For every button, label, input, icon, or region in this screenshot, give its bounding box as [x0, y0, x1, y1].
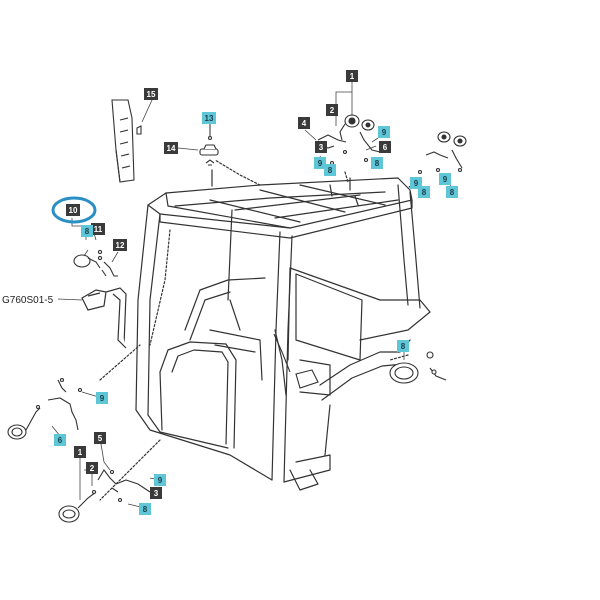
- callout-label: 12: [116, 241, 125, 250]
- callout-11: 11: [91, 223, 105, 235]
- callout-1-bottom: 1: [74, 446, 86, 458]
- callout-8-mid: 8: [397, 340, 409, 352]
- callout-label: 9: [443, 175, 448, 184]
- cab-frame: [99, 159, 431, 501]
- callout-label: 6: [58, 436, 63, 445]
- callout-8-top-b: 8: [371, 157, 383, 169]
- dome-light: [199, 124, 219, 166]
- callout-label: 6: [383, 143, 388, 152]
- callout-label: 1: [78, 448, 83, 457]
- front-lower-work-lamp: [58, 469, 151, 523]
- callout-2-top: 2: [326, 104, 338, 116]
- highlight-ring: [51, 196, 97, 224]
- callout-8-right: 8: [418, 186, 430, 198]
- callout-9-right-b: 9: [439, 173, 451, 185]
- callout-label: 2: [330, 106, 335, 115]
- callout-3-top: 3: [315, 141, 327, 153]
- right-side-work-lamp: [389, 351, 447, 384]
- callout-8-bottom: 8: [139, 503, 151, 515]
- front-left-lower-lamp: [7, 377, 83, 440]
- callout-label: 8: [143, 505, 148, 514]
- left-mirror-stalk: [81, 287, 127, 349]
- callout-label: 13: [205, 114, 214, 123]
- callout-label: 10: [69, 206, 78, 215]
- callout-2-bottom: 2: [86, 462, 98, 474]
- callout-8-right-c: 8: [446, 186, 458, 198]
- callout-label: 9: [318, 159, 323, 168]
- callout-14: 14: [164, 142, 178, 154]
- callout-label: 8: [375, 159, 380, 168]
- callout-label: 5: [98, 434, 103, 443]
- callout-label: 3: [154, 489, 159, 498]
- callout-13: 13: [202, 112, 216, 124]
- reference-code: G760S01-5: [2, 295, 54, 306]
- callout-5: 5: [94, 432, 106, 444]
- callout-9-bottom: 9: [154, 474, 166, 486]
- rear-work-lamps-right: [317, 114, 467, 178]
- callout-label: 9: [100, 394, 105, 403]
- callout-label: 8: [85, 227, 90, 236]
- callout-label: 14: [167, 144, 176, 153]
- front-left-work-lamp: [73, 249, 118, 277]
- callout-label: 15: [147, 90, 156, 99]
- callout-9-top-b: 9: [314, 157, 326, 169]
- callout-label: 9: [382, 128, 387, 137]
- callout-label: 8: [328, 166, 333, 175]
- callout-15: 15: [144, 88, 158, 100]
- callout-label: 9: [414, 179, 419, 188]
- a-pillar-trim-panel: [111, 99, 142, 183]
- callout-12: 12: [113, 239, 127, 251]
- callout-label: 1: [350, 72, 355, 81]
- callout-10: 10: [66, 204, 80, 216]
- callout-label: 8: [422, 188, 427, 197]
- callout-label: 2: [90, 464, 95, 473]
- callout-label: 8: [450, 188, 455, 197]
- callout-label: 9: [158, 476, 163, 485]
- callout-1-top: 1: [346, 70, 358, 82]
- callout-6-left: 6: [54, 434, 66, 446]
- callout-label: 4: [302, 119, 307, 128]
- callout-8-left: 8: [81, 225, 93, 237]
- callout-9-left: 9: [96, 392, 108, 404]
- callout-9-top: 9: [378, 126, 390, 138]
- callout-8-top: 8: [324, 164, 336, 176]
- callout-3-bottom: 3: [150, 487, 162, 499]
- callout-label: 11: [94, 225, 103, 234]
- callout-6-top: 6: [379, 141, 391, 153]
- callout-label: 8: [401, 342, 406, 351]
- door-side-mirror: [273, 333, 319, 389]
- callout-label: 3: [319, 143, 324, 152]
- callout-4: 4: [298, 117, 310, 129]
